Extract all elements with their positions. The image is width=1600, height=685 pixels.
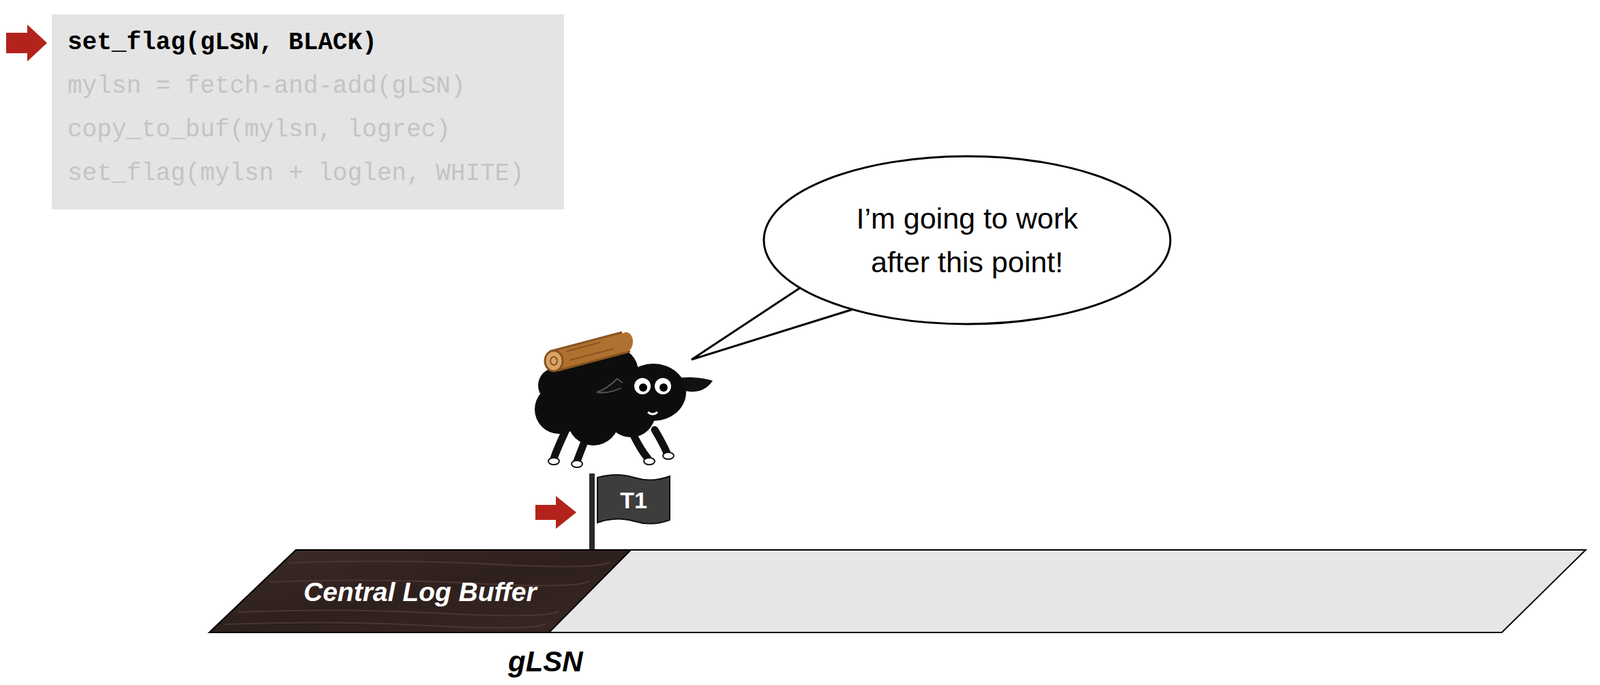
sheep bbox=[534, 332, 713, 468]
pointer-arrow bbox=[535, 495, 577, 529]
log-buffer: Central Log Buffer bbox=[209, 549, 1587, 633]
pointer-arrow bbox=[6, 24, 48, 62]
code-line: mylsn = fetch-and-add(gLSN) bbox=[67, 64, 550, 109]
code-line: set_flag(mylsn + loglen, WHITE) bbox=[67, 152, 550, 196]
speech-text: I’m going to work after this point! bbox=[830, 196, 1104, 284]
pointer-label: gLSN bbox=[508, 645, 584, 678]
flag-label: T1 bbox=[619, 486, 648, 514]
code-line: copy_to_buf(mylsn, logrec) bbox=[67, 108, 550, 153]
code-box: set_flag(gLSN, BLACK)mylsn = fetch-and-a… bbox=[51, 14, 565, 210]
flag: T1 bbox=[596, 474, 672, 526]
buffer-label: Central Log Buffer bbox=[303, 576, 537, 607]
code-line: set_flag(gLSN, BLACK) bbox=[67, 21, 550, 65]
bubble-outline bbox=[762, 154, 1172, 326]
speech-bubble: I’m going to work after this point! bbox=[762, 154, 1172, 326]
